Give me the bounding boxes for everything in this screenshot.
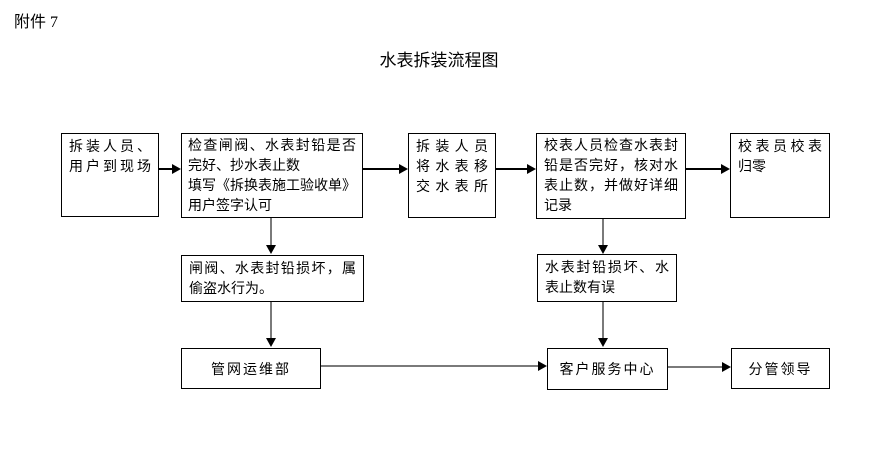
arrow-down-icon bbox=[598, 245, 608, 254]
node-pipeline-dept: 管网运维部 bbox=[181, 348, 321, 389]
arrow-check-to-theft-line bbox=[270, 218, 272, 246]
node-label: 分管领导 bbox=[748, 362, 813, 378]
node-text-line: 交水表所 bbox=[416, 180, 488, 195]
node-text-line: 校表人员检查水表封 bbox=[544, 139, 678, 154]
node-check-seal: 检查闸阀、水表封铅是否 完好、抄水表止数 填写《拆换表施工验收单》 用户签字认可 bbox=[181, 133, 363, 218]
arrow-verify-to-reset-line bbox=[686, 168, 722, 170]
node-text-line: 检查闸阀、水表封铅是否 bbox=[188, 139, 356, 154]
node-label: 管网运维部 bbox=[211, 362, 291, 378]
arrow-check-to-transfer-line bbox=[363, 168, 400, 170]
node-text-line: 表止数有误 bbox=[545, 281, 615, 296]
node-leader: 分管领导 bbox=[731, 348, 830, 389]
node-text-line: 拆装人员 bbox=[416, 140, 488, 155]
node-text-line: 用户签字认可 bbox=[188, 199, 272, 214]
arrow-verify-to-error-line bbox=[602, 219, 604, 246]
arrow-theft-to-pipeline-line bbox=[270, 302, 272, 339]
arrow-right-icon bbox=[172, 164, 181, 174]
node-text-line: 校表员校表 bbox=[738, 140, 822, 155]
node-text-line: 用户到现场 bbox=[69, 160, 151, 175]
arrow-down-icon bbox=[266, 245, 276, 254]
page-title: 水表拆装流程图 bbox=[379, 51, 499, 70]
arrow-right-icon bbox=[721, 164, 730, 174]
node-text-line: 偷盗水行为。 bbox=[189, 282, 273, 297]
arrow-pipeline-to-service-line bbox=[321, 365, 539, 367]
node-seal-damage-error: 水表封铅损坏、水 表止数有误 bbox=[537, 254, 677, 302]
node-text-line: 记录 bbox=[544, 199, 572, 214]
arrow-error-to-service-line bbox=[602, 302, 604, 339]
node-label: 客户服务中心 bbox=[559, 363, 656, 378]
arrow-crew-to-check-line bbox=[159, 168, 173, 170]
node-text-line: 铅是否完好，核对水 bbox=[544, 159, 678, 174]
arrow-transfer-to-verify-line bbox=[496, 168, 528, 170]
arrow-right-icon bbox=[399, 164, 408, 174]
node-seal-damage-theft: 闸阀、水表封铅损坏，属 偷盗水行为。 bbox=[181, 255, 364, 302]
node-crew-arrive: 拆装人员、 用户到现场 bbox=[61, 133, 159, 217]
node-text-line: 拆装人员、 bbox=[69, 140, 151, 155]
attachment-label: 附件 7 bbox=[14, 14, 59, 31]
node-verify-record: 校表人员检查水表封 铅是否完好，核对水 表止数，并做好详细 记录 bbox=[536, 133, 686, 219]
arrow-right-icon bbox=[722, 362, 731, 372]
node-text-line: 填写《拆换表施工验收单》 bbox=[188, 179, 356, 194]
node-text-line: 水表封铅损坏、水 bbox=[545, 261, 669, 276]
arrow-right-icon bbox=[527, 164, 536, 174]
node-text-line: 归零 bbox=[738, 160, 766, 175]
node-reset-meter: 校表员校表 归零 bbox=[730, 133, 830, 218]
node-service-center: 客户服务中心 bbox=[547, 348, 668, 390]
arrow-right-icon bbox=[538, 361, 547, 371]
arrow-down-icon bbox=[598, 338, 608, 347]
node-text-line: 表止数，并做好详细 bbox=[544, 179, 678, 194]
node-text-line: 完好、抄水表止数 bbox=[188, 159, 300, 174]
node-text-line: 将水表移 bbox=[416, 160, 488, 175]
node-transfer-meter: 拆装人员 将水表移 交水表所 bbox=[408, 133, 496, 218]
node-text-line: 闸阀、水表封铅损坏，属 bbox=[189, 262, 356, 277]
arrow-down-icon bbox=[266, 338, 276, 347]
arrow-service-to-leader-line bbox=[668, 366, 723, 368]
